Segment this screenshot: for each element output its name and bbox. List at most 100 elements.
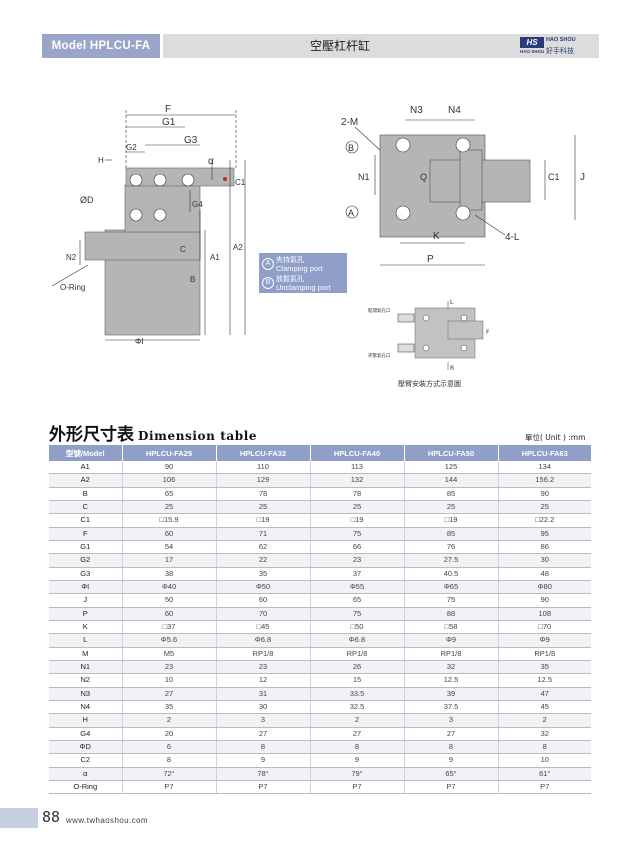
table-cell: 25: [498, 500, 591, 515]
install-caption: 壓臂安裝方式示意圖: [398, 380, 461, 388]
install-R: R: [450, 365, 454, 372]
install-label-release: 鬆開氣孔口: [368, 307, 391, 314]
table-cell: 45: [498, 700, 591, 715]
table-cell: 9: [310, 753, 405, 768]
table-cell: 25: [122, 500, 217, 515]
table-cell: □19: [310, 513, 405, 528]
dim-N1: N1: [358, 172, 370, 182]
table-cell: 8: [498, 740, 591, 755]
table-cell: 66: [310, 540, 405, 555]
row-label-cell: P: [49, 607, 123, 621]
dim-G4: G4: [192, 200, 203, 209]
table-cell: 132: [310, 473, 405, 488]
table-cell: 31: [216, 687, 311, 701]
table-cell: 61°: [498, 767, 591, 781]
table-cell: 27.5: [404, 553, 499, 568]
table-cell: 79°: [310, 767, 405, 781]
dim-A2: A2: [233, 243, 243, 252]
table-cell: 54: [122, 540, 217, 555]
table-cell: 85: [404, 527, 499, 541]
table-cell: 37: [310, 567, 405, 581]
table-cell: Φ55: [310, 580, 405, 595]
table-cell: 2: [498, 713, 591, 728]
dim-C1: C1: [235, 178, 246, 187]
table-cell: 50: [122, 593, 217, 608]
table-cell: 25: [216, 500, 311, 515]
table-cell: RP1/8: [310, 647, 405, 661]
table-cell: 78: [310, 487, 405, 501]
page-accent-bar: [0, 808, 38, 828]
table-cell: 25: [310, 500, 405, 515]
table-cell: 38: [122, 567, 217, 581]
table-cell: 85: [404, 487, 499, 501]
row-label-cell: M: [49, 647, 123, 661]
table-cell: 26: [310, 660, 405, 675]
table-cell: 2: [122, 713, 217, 728]
row-label-cell: H: [49, 713, 123, 728]
page-title: 空壓杠杆缸: [309, 39, 370, 53]
row-label-cell: ΦD: [49, 740, 123, 755]
table-cell: 35: [216, 567, 311, 581]
table-cell: □15.9: [122, 513, 217, 528]
brand-logo: HS HAO SHOU 好手科技 HAO SHOU: [520, 36, 598, 58]
row-label-cell: A2: [49, 473, 123, 488]
table-cell: 134: [498, 461, 591, 475]
table-cell: 35: [498, 660, 591, 675]
table-cell: 62: [216, 540, 311, 555]
legend-unclamping: B 放鬆氣孔 Unclamping port: [262, 274, 346, 292]
page-number: 88: [42, 808, 61, 826]
table-cell: 65: [122, 487, 217, 501]
table-cell: P7: [310, 780, 405, 795]
top-view-drawing: 2-M N3 N4 N1 Q C1 J K 4-L P B A: [341, 105, 585, 266]
row-label-cell: O-Ring: [49, 780, 123, 795]
table-cell: Φ5.6: [122, 633, 217, 648]
table-cell: 108: [498, 607, 591, 621]
legend-a-circle: A: [262, 258, 274, 270]
table-row: K□37□45□50□58□70: [49, 620, 591, 635]
header-fa50: HPLCU-FA50: [404, 445, 499, 461]
header-model: 型號/Model: [49, 445, 123, 461]
table-cell: M5: [122, 647, 217, 661]
dim-C1-top: C1: [548, 172, 560, 182]
table-header-row: 型號/Model HPLCU-FA25 HPLCU-FA32 HPLCU-FA4…: [49, 445, 591, 461]
table-cell: 90: [122, 461, 217, 475]
dim-K: K: [433, 231, 440, 242]
row-label-cell: F: [49, 527, 123, 541]
dim-J: J: [580, 172, 585, 183]
dim-phiI: ΦI: [135, 337, 144, 346]
legend-a-cn: 夾持氣孔: [276, 256, 304, 264]
dim-N2: N2: [66, 253, 77, 262]
dim-B: B: [190, 275, 195, 284]
logo-sub: HAO SHOU: [520, 49, 545, 54]
legend-b-en: Unclamping port: [276, 283, 331, 292]
row-label-cell: A1: [49, 461, 123, 475]
legend-b-circle: B: [262, 277, 274, 289]
model-label: Model HPLCU-FA: [42, 34, 160, 58]
table-cell: 90: [498, 593, 591, 608]
table-cell: 70: [216, 607, 311, 621]
row-label-cell: G4: [49, 727, 123, 741]
logo-cn: 好手科技: [546, 47, 574, 55]
table-cell: 75: [310, 607, 405, 621]
row-label-cell: C1: [49, 513, 123, 528]
table-cell: 12.5: [404, 673, 499, 688]
table-cell: 2: [310, 713, 405, 728]
table-cell: 17: [122, 553, 217, 568]
table-cell: 8: [310, 740, 405, 755]
table-cell: 8: [122, 753, 217, 768]
table-cell: 86: [498, 540, 591, 555]
table-cell: 60: [216, 593, 311, 608]
row-label-cell: ΦI: [49, 580, 123, 595]
